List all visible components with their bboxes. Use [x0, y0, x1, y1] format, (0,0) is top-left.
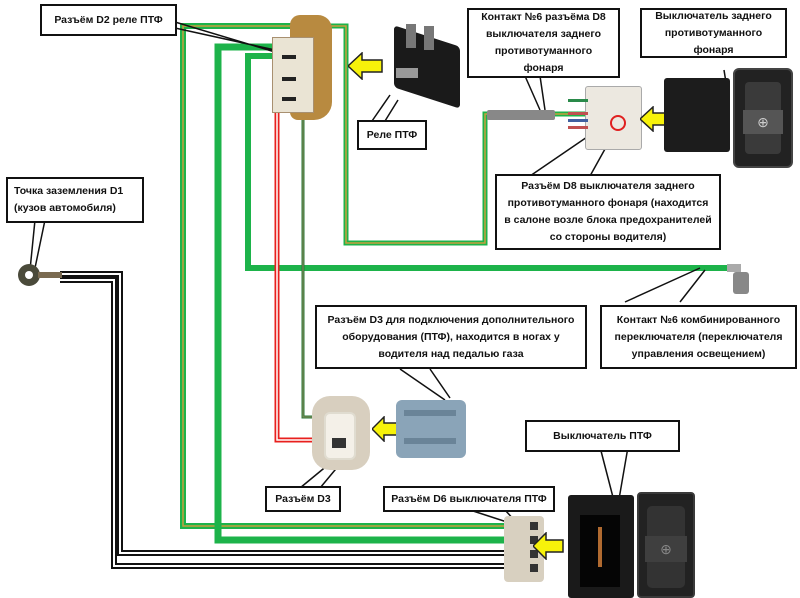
combo-switch-contact6 — [725, 260, 751, 296]
relay — [384, 24, 462, 109]
callout-ground-d1: Точка заземления D1 (кузов автомобиля) — [6, 177, 144, 223]
rear-fog-switch-button[interactable]: ⊕ — [733, 68, 793, 168]
callout-rear-fog-switch: Выключатель заднего противотуманного фон… — [640, 8, 787, 58]
fog-switch-button[interactable]: ⊕ — [637, 492, 695, 598]
callout-relay-connector-d2: Разъём D2 реле ПТФ — [40, 4, 177, 36]
callout-text: Разъём D6 выключателя ПТФ — [391, 492, 547, 505]
ground-wires — [60, 271, 520, 569]
callout-connector-d3: Разъём D3 — [265, 486, 341, 512]
ground-ring-terminal-d1 — [18, 264, 64, 288]
connector-d8 — [585, 86, 642, 150]
connector-d3-mating-plug — [396, 400, 466, 458]
callout-text: Контакт №6 комбинированного переключател… — [614, 313, 783, 360]
callout-fog-switch: Выключатель ПТФ — [525, 420, 680, 452]
callout-relay: Реле ПТФ — [357, 120, 427, 150]
fog-switch-body — [568, 495, 634, 598]
callout-text: Контакт №6 разъёма D8 выключателя заднег… — [481, 11, 606, 74]
relay-connector-d2 — [272, 15, 334, 120]
connection-arrow-d6 — [531, 531, 565, 565]
callout-text: Разъём D8 выключателя заднего противотум… — [504, 180, 712, 243]
fog-light-icon: ⊕ — [645, 536, 687, 562]
callout-text: Выключатель заднего противотуманного фон… — [655, 9, 772, 56]
rear-fog-switch-body — [664, 78, 730, 152]
callout-text: Разъём D2 реле ПТФ — [54, 13, 163, 26]
callout-combo-switch-contact6: Контакт №6 комбинированного переключател… — [600, 305, 797, 369]
callout-contact6-d8: Контакт №6 разъёма D8 выключателя заднег… — [467, 8, 620, 78]
green-wire-to-combo-switch — [245, 53, 730, 271]
callout-text: Выключатель ПТФ — [553, 429, 652, 442]
callout-text: Реле ПТФ — [366, 128, 418, 141]
green-yellow-wire-outer — [180, 23, 520, 529]
callout-connector-d6: Разъём D6 выключателя ПТФ — [383, 486, 555, 512]
connector-d3 — [312, 396, 370, 470]
callout-text: Точка заземления D1 (кузов автомобиля) — [14, 185, 124, 214]
callout-connector-d8: Разъём D8 выключателя заднего противотум… — [495, 174, 721, 250]
callout-text: Разъём D3 для подключения дополнительног… — [327, 313, 575, 360]
connector-d8-wire-stubs — [568, 95, 588, 135]
connection-arrow-relay — [346, 51, 384, 85]
green-wire-to-d6 — [214, 43, 520, 544]
contact6-d8-terminal — [487, 108, 555, 122]
callout-text: Разъём D3 — [275, 492, 331, 505]
rear-fog-light-icon: ⊕ — [743, 110, 783, 134]
callout-connector-d3-info: Разъём D3 для подключения дополнительног… — [315, 305, 587, 369]
